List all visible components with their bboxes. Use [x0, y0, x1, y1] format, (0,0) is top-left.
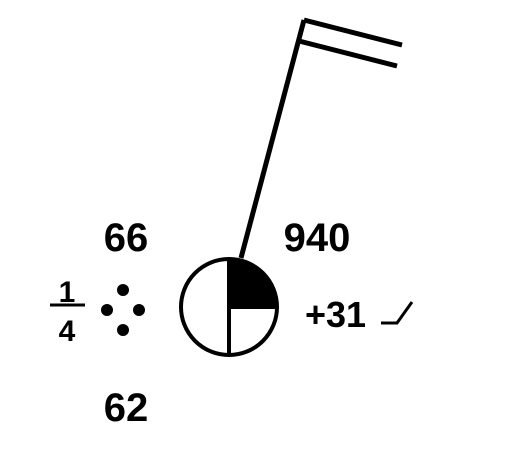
moderate-rain-dots-icon	[101, 284, 145, 336]
rain-dot-bottom	[117, 324, 129, 336]
visibility-fraction: 1 4	[50, 276, 85, 348]
temperature-value: 66	[104, 216, 149, 260]
visibility-denominator: 4	[59, 315, 76, 348]
pressure-tendency-value: +31	[305, 294, 366, 335]
rain-dot-left	[101, 304, 113, 316]
rain-dot-right	[133, 304, 145, 316]
pressure-value: 940	[284, 216, 351, 260]
quarter-filled-circle-icon	[179, 257, 279, 357]
wind-barb-full-2	[298, 38, 398, 69]
rising-then-steady-tendency-icon	[381, 301, 414, 325]
visibility-numerator: 1	[59, 276, 76, 309]
rain-dot-top	[117, 284, 129, 296]
sky-cover-fill	[229, 258, 278, 307]
dew-point-value: 62	[104, 386, 149, 430]
wind-barb-full-1	[303, 17, 403, 48]
wind-barb-staff	[238, 19, 307, 259]
wind-barb-icon	[238, 17, 403, 259]
